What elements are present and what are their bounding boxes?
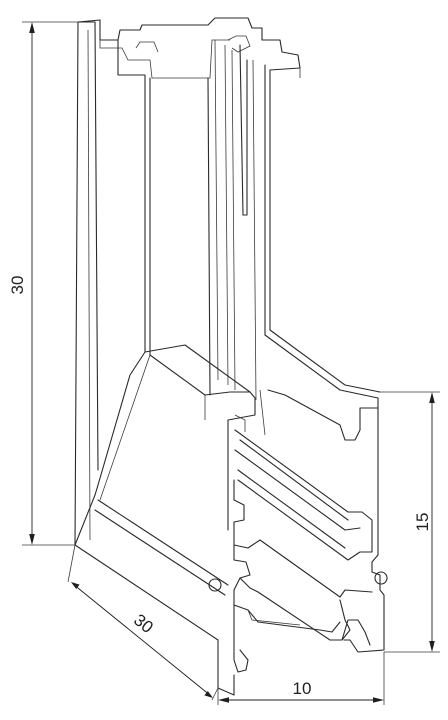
dimension-lower-height: 15: [378, 391, 440, 653]
dimension-depth: 30: [67, 544, 219, 701]
connector-body: [74, 17, 388, 696]
dimension-height: 30: [8, 21, 78, 546]
height-label: 30: [8, 276, 27, 295]
dimension-width: 10: [217, 652, 385, 705]
width-label: 10: [293, 679, 312, 698]
lower-height-label: 15: [413, 513, 432, 532]
